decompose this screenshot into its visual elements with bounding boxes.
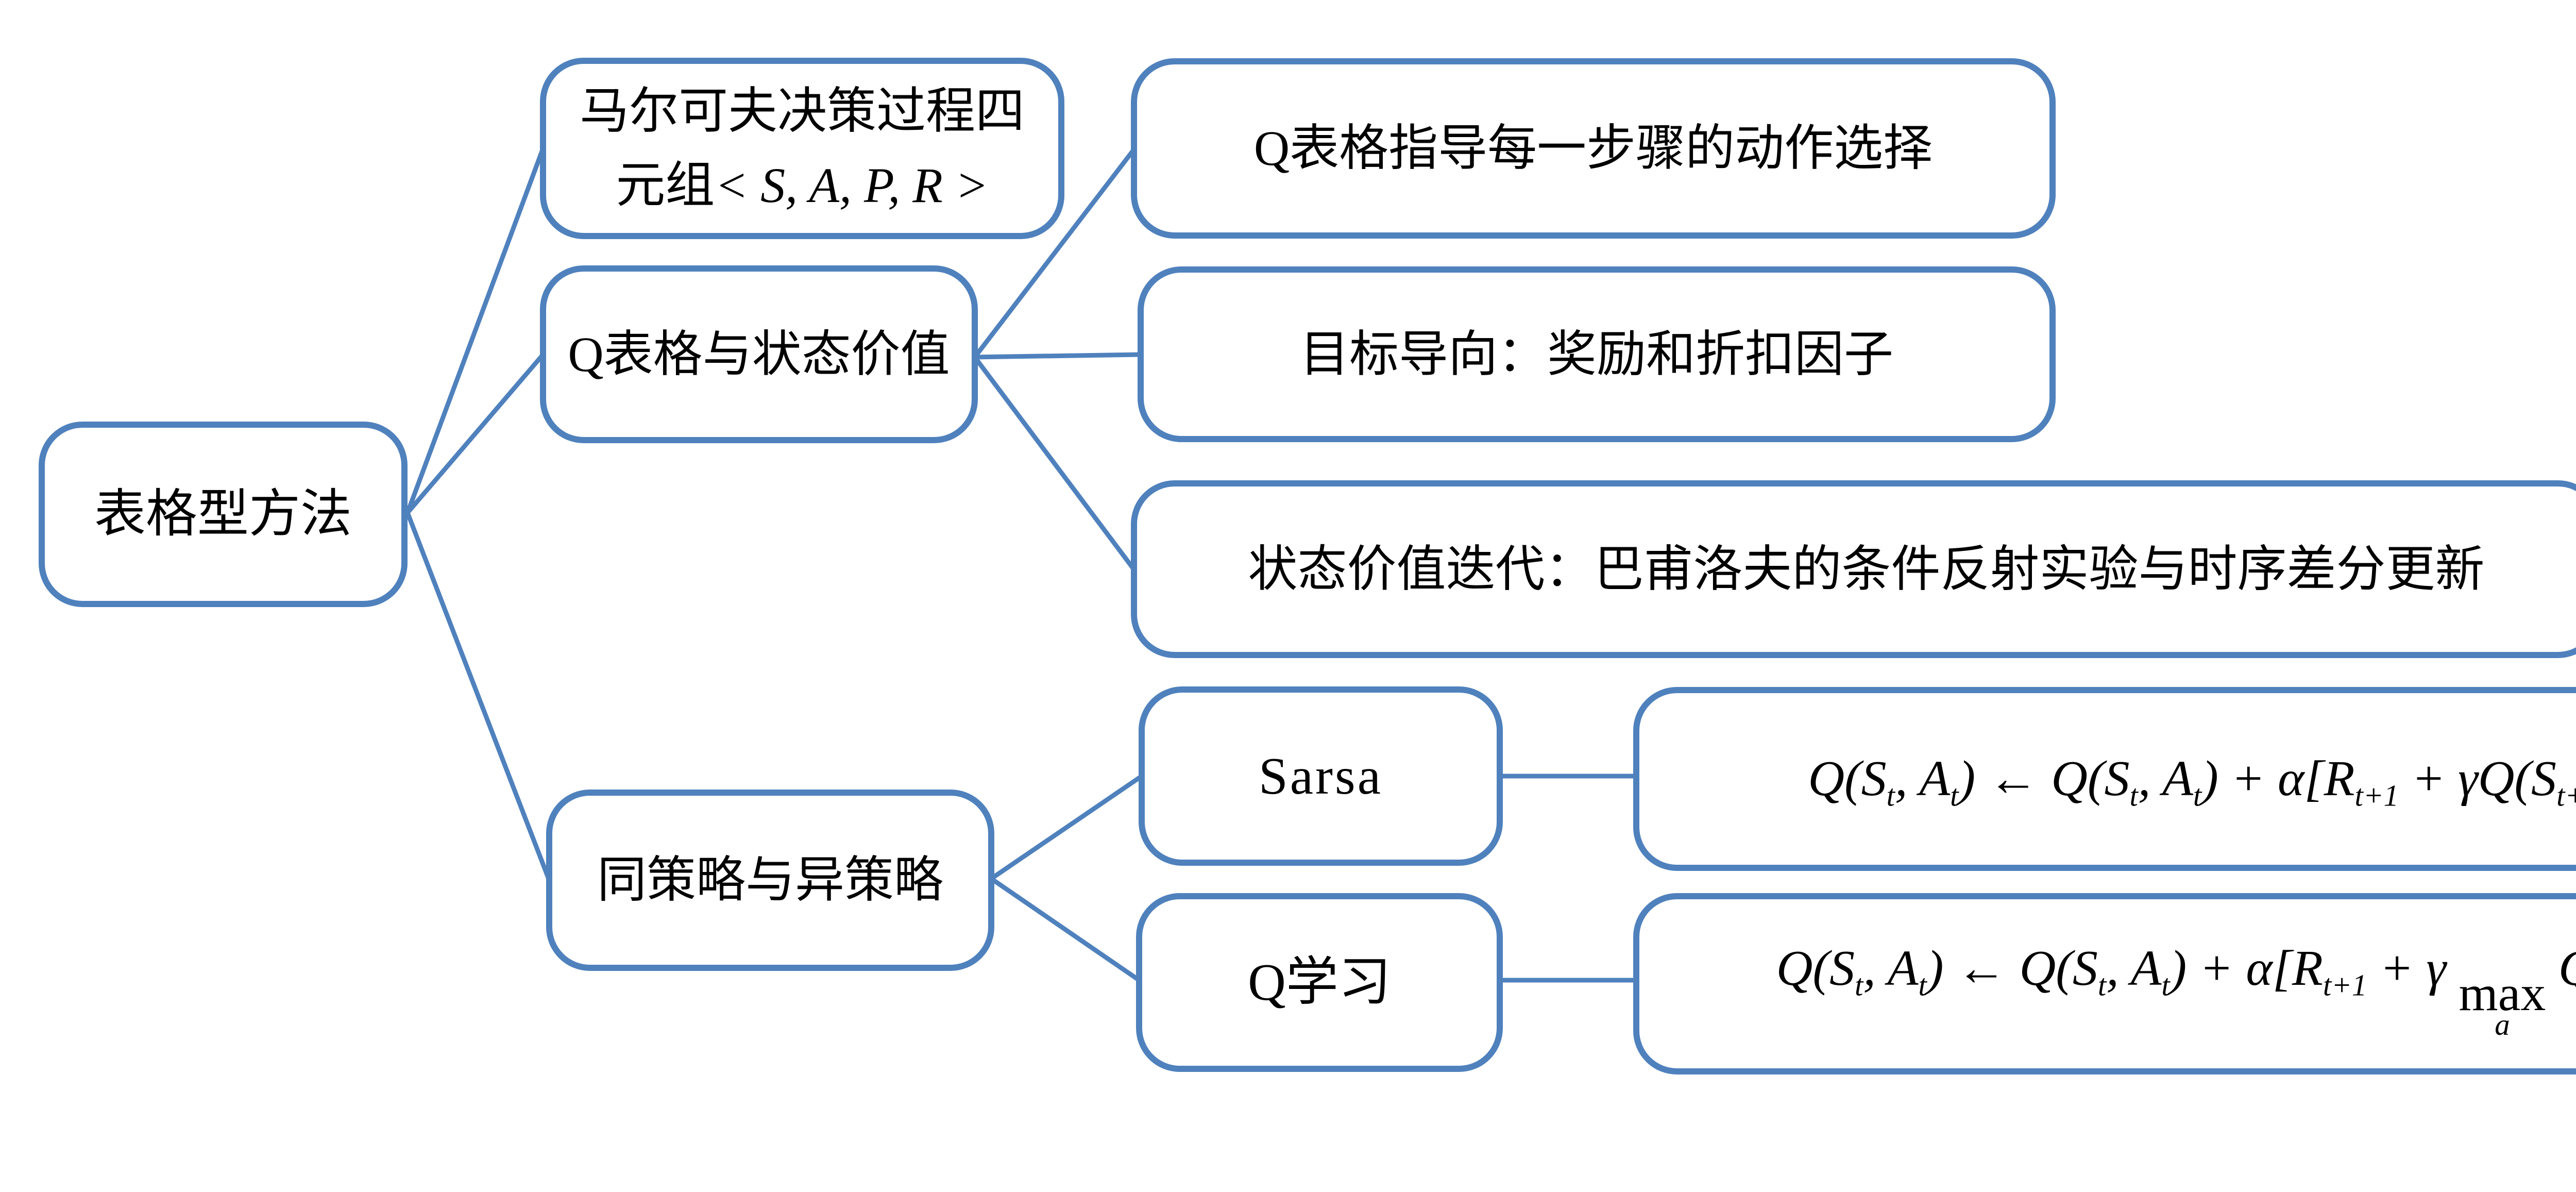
node-policy-label: 同策略与异策略: [597, 852, 943, 908]
leaf-sarsa-formula: Q(St, At) ← Q(St, At) + α[Rt+1 + γQ(St+1…: [1633, 687, 2576, 871]
leaf-value-iteration: 状态价值迭代：巴甫洛夫的条件反射实验与时序差分更新: [1131, 480, 2576, 658]
node-root-label: 表格型方法: [94, 485, 352, 543]
node-root: 表格型方法: [39, 422, 408, 607]
leaf-goal-oriented-label: 目标导向：奖励和折扣因子: [1300, 326, 1893, 382]
connector-qtable-to-goal: [972, 352, 1143, 360]
leaf-action-selection-label: Q表格指导每一步骤的动作选择: [1253, 121, 1933, 176]
connector-root-to-mdp: [405, 146, 546, 515]
node-policy: 同策略与异策略: [546, 790, 994, 971]
connector-qtable-to-action: [972, 147, 1137, 360]
connector-root-to-qtable: [405, 352, 546, 515]
leaf-goal-oriented: 目标导向：奖励和折扣因子: [1138, 266, 2056, 442]
node-qtable: Q表格与状态价值: [540, 265, 978, 443]
connector-root-to-policy: [405, 510, 552, 883]
node-qlearning-label: Q学习: [1248, 953, 1391, 1012]
node-sarsa: Sarsa: [1139, 686, 1503, 866]
leaf-value-iteration-label: 状态价值迭代：巴甫洛夫的条件反射实验与时序差分更新: [1248, 541, 2485, 597]
leaf-action-selection: Q表格指导每一步骤的动作选择: [1131, 58, 2056, 239]
sarsa-formula: Q(St, At) ← Q(St, At) + α[Rt+1 + γQ(St+1…: [1808, 751, 2576, 813]
node-qlearning: Q学习: [1136, 893, 1503, 1072]
connector-policy-to-qlearning: [989, 876, 1142, 983]
node-qtable-label: Q表格与状态价值: [568, 326, 950, 382]
node-sarsa-label: Sarsa: [1259, 747, 1383, 805]
connector-policy-to-sarsa: [989, 774, 1144, 881]
node-mdp-label: 马尔可夫决策过程四元组< S, A, P, R >: [580, 83, 1025, 213]
node-mdp: 马尔可夫决策过程四元组< S, A, P, R >: [540, 58, 1064, 239]
connector-qtable-to-valueiter: [972, 355, 1137, 572]
